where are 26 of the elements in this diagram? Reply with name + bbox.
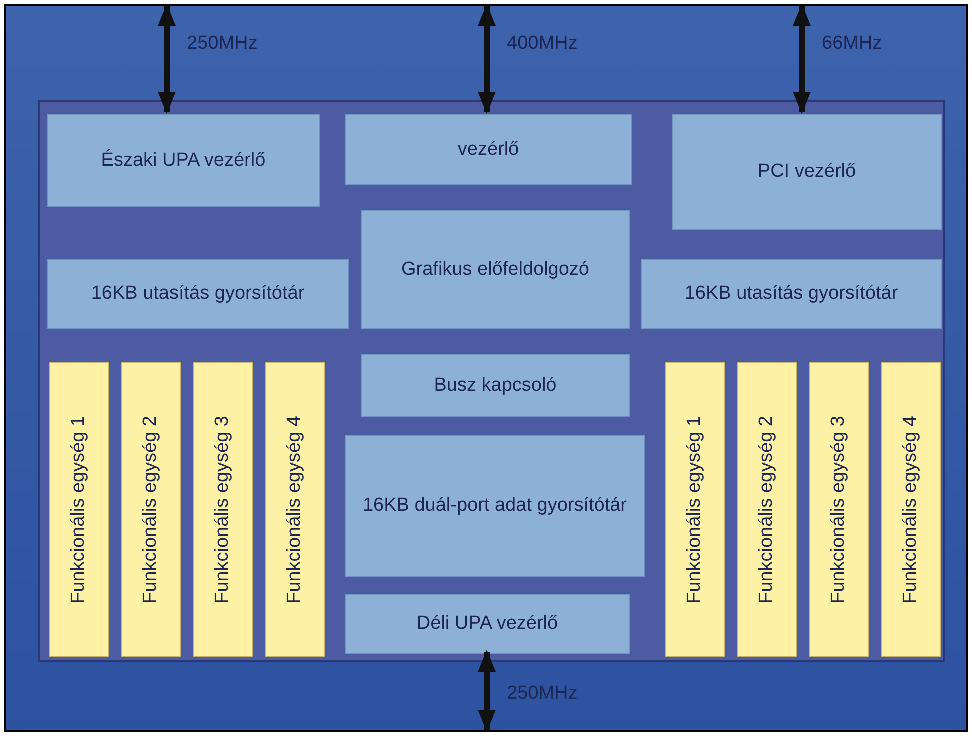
double-arrow	[158, 4, 176, 114]
chip-panel	[38, 100, 945, 662]
block-box: 16KB duál-port adat gyorsítótár	[345, 435, 645, 577]
double-arrow	[478, 4, 496, 114]
edge-label: 250MHz	[507, 682, 578, 706]
unit-box: Funkcionális egység 3	[809, 362, 869, 657]
unit-box: Funkcionális egység 2	[737, 362, 797, 657]
block-box: Busz kapcsoló	[361, 354, 630, 417]
edge-label: 250MHz	[187, 32, 258, 56]
block-box: vezérlő	[345, 114, 632, 185]
double-arrow	[478, 650, 496, 732]
block-box: Északi UPA vezérlő	[47, 114, 320, 207]
block-box: PCI vezérlő	[672, 114, 942, 230]
unit-box: Funkcionális egység 3	[193, 362, 253, 657]
edge-label: 400MHz	[507, 32, 578, 56]
block-box: Déli UPA vezérlő	[345, 594, 630, 654]
unit-box: Funkcionális egység 1	[49, 362, 109, 657]
double-arrow	[793, 4, 811, 114]
block-box: 16KB utasítás gyorsítótár	[47, 259, 349, 329]
unit-box: Funkcionális egység 4	[265, 362, 325, 657]
unit-box: Funkcionális egység 1	[665, 362, 725, 657]
edge-label: 66MHz	[822, 32, 882, 56]
block-box: 16KB utasítás gyorsítótár	[641, 259, 942, 329]
unit-box: Funkcionális egység 2	[121, 362, 181, 657]
unit-box: Funkcionális egység 4	[881, 362, 941, 657]
block-box: Grafikus előfeldolgozó	[361, 210, 630, 329]
